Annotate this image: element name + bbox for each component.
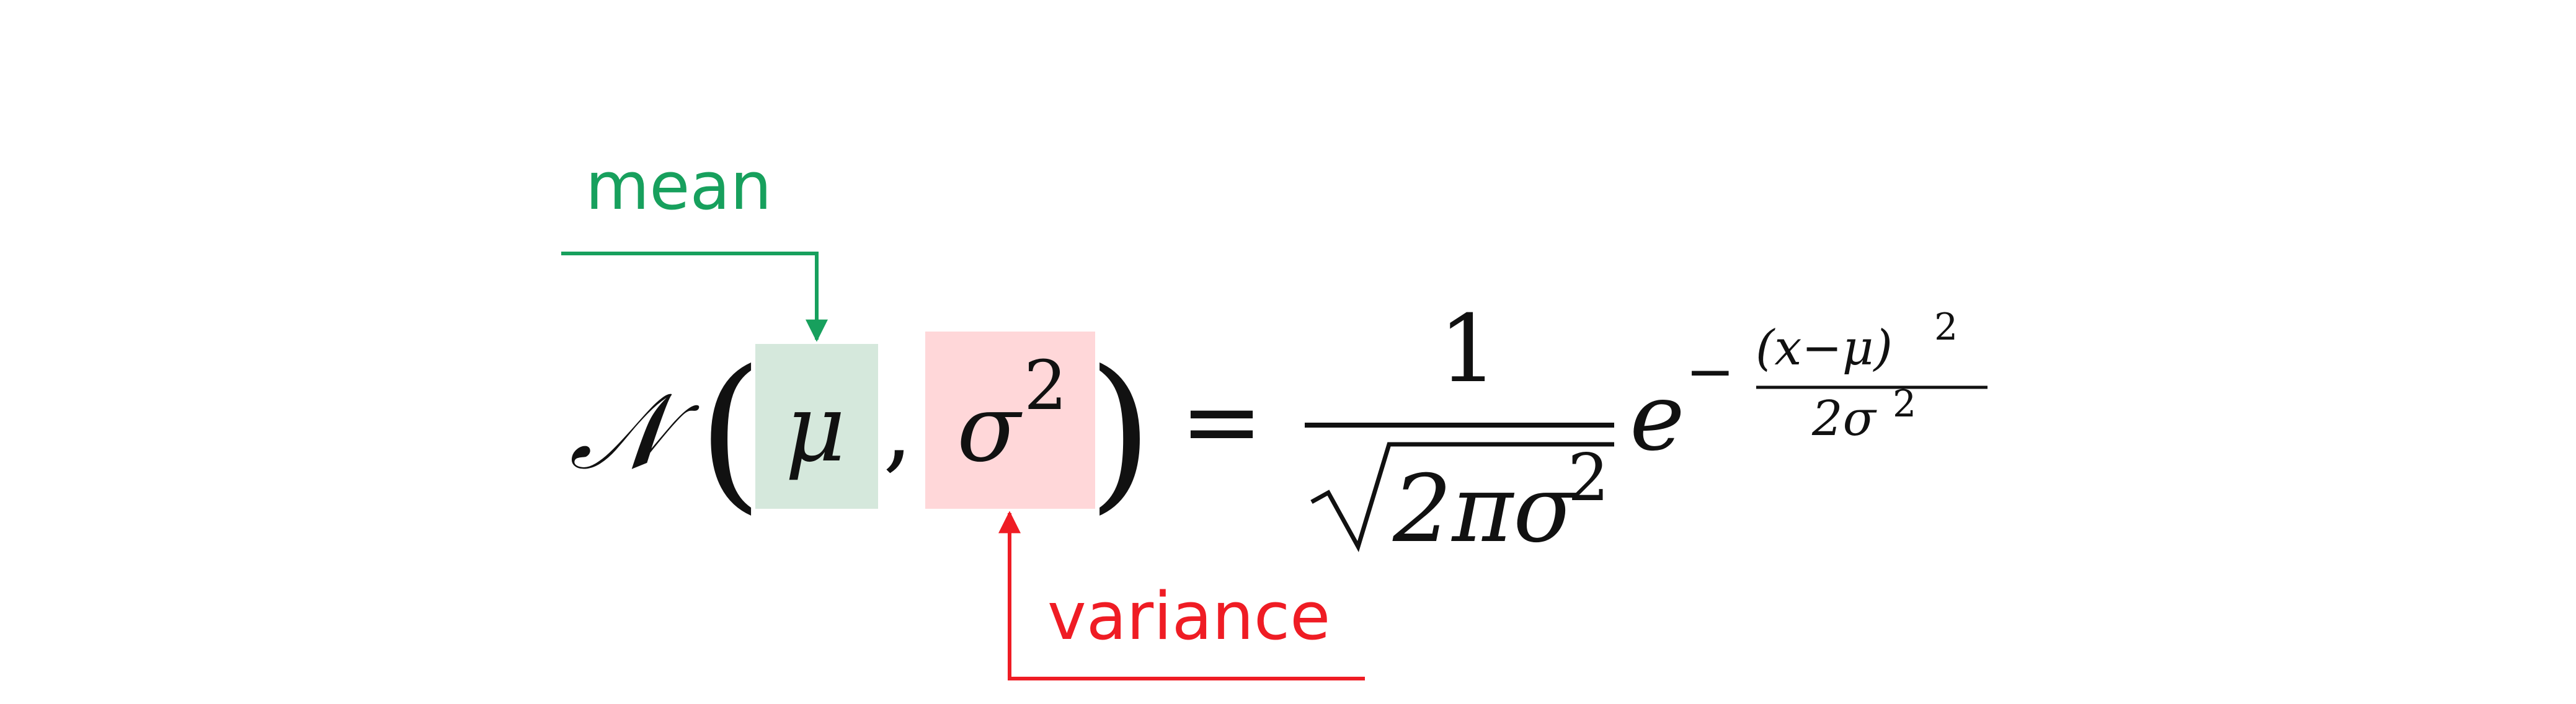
exp-denominator-power: 2 [1893, 382, 1916, 426]
variance-base: σ [957, 375, 1023, 483]
mean-arrow [561, 252, 828, 342]
mean-label: mean [585, 148, 772, 224]
exp-denominator: 2σ [1811, 391, 1877, 447]
normal-symbol: 𝒩 [569, 371, 700, 493]
mean-symbol: μ [785, 375, 846, 483]
exp-numerator-power: 2 [1934, 306, 1958, 349]
comma: , [883, 375, 913, 483]
exp-numerator: (x−μ) [1756, 320, 1893, 376]
sqrt-radical [1310, 442, 1614, 552]
variance-exponent: 2 [1024, 346, 1067, 425]
exp-minus: − [1686, 338, 1735, 406]
fraction-numerator: 1 [1439, 296, 1498, 403]
equals-sign: = [1180, 363, 1263, 479]
exp-base: e [1630, 364, 1685, 472]
variance-highlight-box [925, 332, 1095, 509]
sqrt-argument: 2πσ [1392, 455, 1579, 563]
close-paren: ) [1088, 334, 1153, 529]
variance-arrow [998, 511, 1365, 680]
open-paren: ( [698, 334, 763, 529]
sqrt-exponent: 2 [1568, 440, 1609, 516]
variance-label: variance [1047, 578, 1330, 654]
mean-highlight-box [755, 344, 878, 509]
